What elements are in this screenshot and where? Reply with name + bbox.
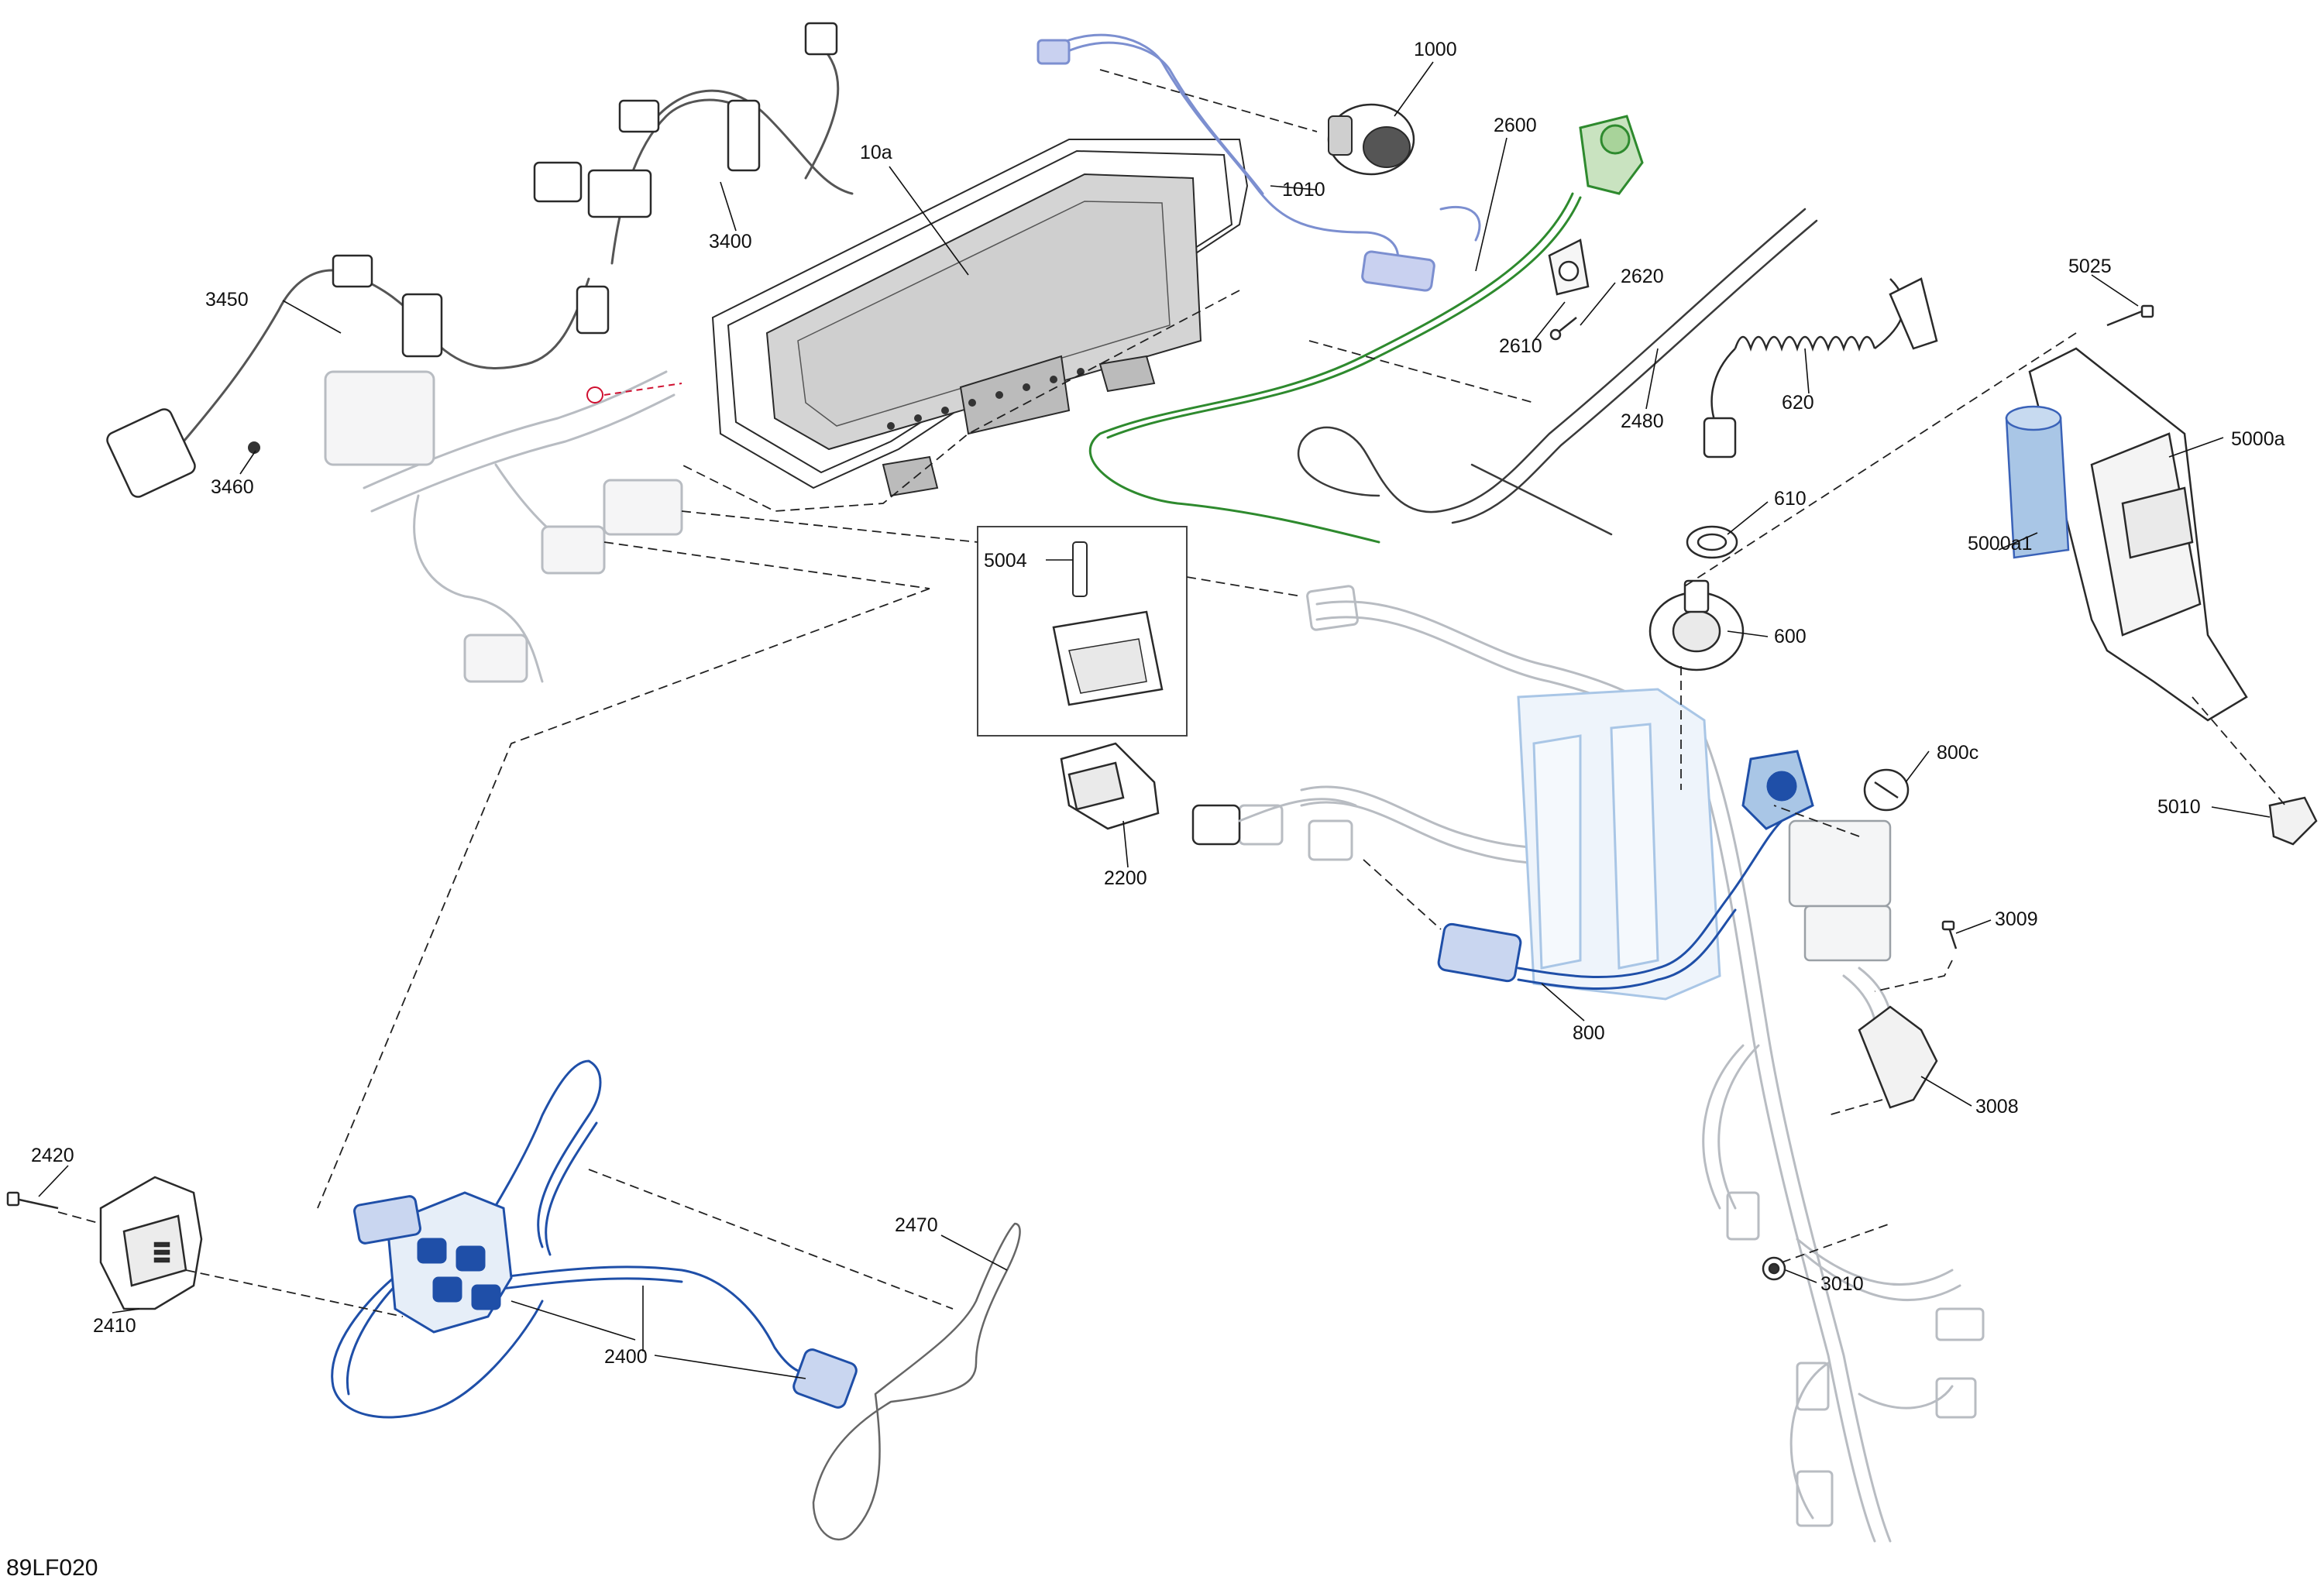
callout-2600: 2600 bbox=[1494, 115, 1537, 136]
callout-5010: 5010 bbox=[2157, 796, 2201, 818]
nut-3010 bbox=[1762, 1256, 1786, 1281]
callout-3400: 3400 bbox=[709, 231, 752, 252]
clip-5010 bbox=[2268, 796, 2318, 846]
callout-800c: 800c bbox=[1937, 742, 1978, 764]
handlebar-2470 bbox=[812, 1222, 1021, 1541]
screw-3460 bbox=[248, 441, 260, 454]
sensor-harness-800 bbox=[1437, 750, 1814, 991]
key-switch-2600 bbox=[1088, 115, 1644, 544]
capacitor-5000a1 bbox=[2005, 405, 2070, 559]
cap-800c bbox=[1863, 768, 1910, 812]
callout-3450: 3450 bbox=[205, 289, 249, 311]
diagram-code: 89LF020 bbox=[6, 1555, 98, 1581]
callout-2620: 2620 bbox=[1621, 266, 1664, 287]
switch-assembly-2400 bbox=[331, 1059, 858, 1419]
callout-800: 800 bbox=[1573, 1022, 1605, 1044]
sensor-2200 bbox=[1060, 742, 1357, 846]
ignition-600 bbox=[1648, 579, 1745, 671]
callout-1000: 1000 bbox=[1414, 39, 1457, 60]
callout-3008: 3008 bbox=[1975, 1096, 2019, 1118]
hose-2480 bbox=[1297, 208, 1818, 536]
callout-2200: 2200 bbox=[1104, 867, 1147, 889]
callout-1010: 1010 bbox=[1282, 179, 1325, 201]
relay-box bbox=[1788, 819, 1892, 962]
callout-2420: 2420 bbox=[31, 1145, 74, 1166]
assembly-lines bbox=[57, 69, 2286, 1317]
harness-3450 bbox=[106, 22, 854, 498]
red-marker bbox=[586, 383, 682, 403]
callout-5000a: 5000a bbox=[2231, 428, 2285, 450]
bracket-3008 bbox=[1858, 1005, 1938, 1109]
coiled-cord-620 bbox=[1703, 277, 1938, 458]
callout-10a: 10a bbox=[860, 142, 892, 163]
screw-2420 bbox=[6, 1191, 59, 1210]
part-2610 bbox=[1548, 239, 1590, 296]
callout-2470: 2470 bbox=[895, 1214, 938, 1236]
callout-5000a1: 5000a1 bbox=[1968, 533, 2032, 555]
callout-3460: 3460 bbox=[211, 476, 254, 498]
left-harness-faded bbox=[324, 370, 683, 683]
callout-620: 620 bbox=[1782, 392, 1814, 414]
module-5000a bbox=[2028, 347, 2248, 722]
screw-3009 bbox=[1941, 920, 1958, 949]
inset-box-5004 bbox=[977, 526, 1188, 737]
housing-2410 bbox=[99, 1176, 203, 1310]
callout-2400: 2400 bbox=[604, 1346, 648, 1368]
harness-bracket bbox=[1517, 688, 1721, 1001]
gauge-cluster bbox=[711, 139, 1249, 497]
callout-labels: 10a 1000 1010 2600 2610 2620 2480 620 61… bbox=[31, 39, 2285, 1368]
screw-5025 bbox=[2106, 304, 2154, 327]
callout-2610: 2610 bbox=[1499, 335, 1542, 357]
callout-600: 600 bbox=[1774, 626, 1807, 647]
callout-2410: 2410 bbox=[93, 1315, 136, 1337]
usb-socket-1000 bbox=[1327, 103, 1415, 176]
callout-610: 610 bbox=[1774, 488, 1807, 510]
callout-leaders bbox=[38, 61, 2271, 1379]
ring-610 bbox=[1686, 525, 1738, 559]
callout-5004: 5004 bbox=[984, 550, 1027, 572]
callout-3010: 3010 bbox=[1820, 1273, 1864, 1295]
usb-harness-1010 bbox=[1037, 33, 1481, 292]
callout-3009: 3009 bbox=[1995, 908, 2038, 930]
screw-2620 bbox=[1549, 317, 1577, 341]
callout-2480: 2480 bbox=[1621, 410, 1664, 432]
callout-5025: 5025 bbox=[2068, 256, 2112, 277]
